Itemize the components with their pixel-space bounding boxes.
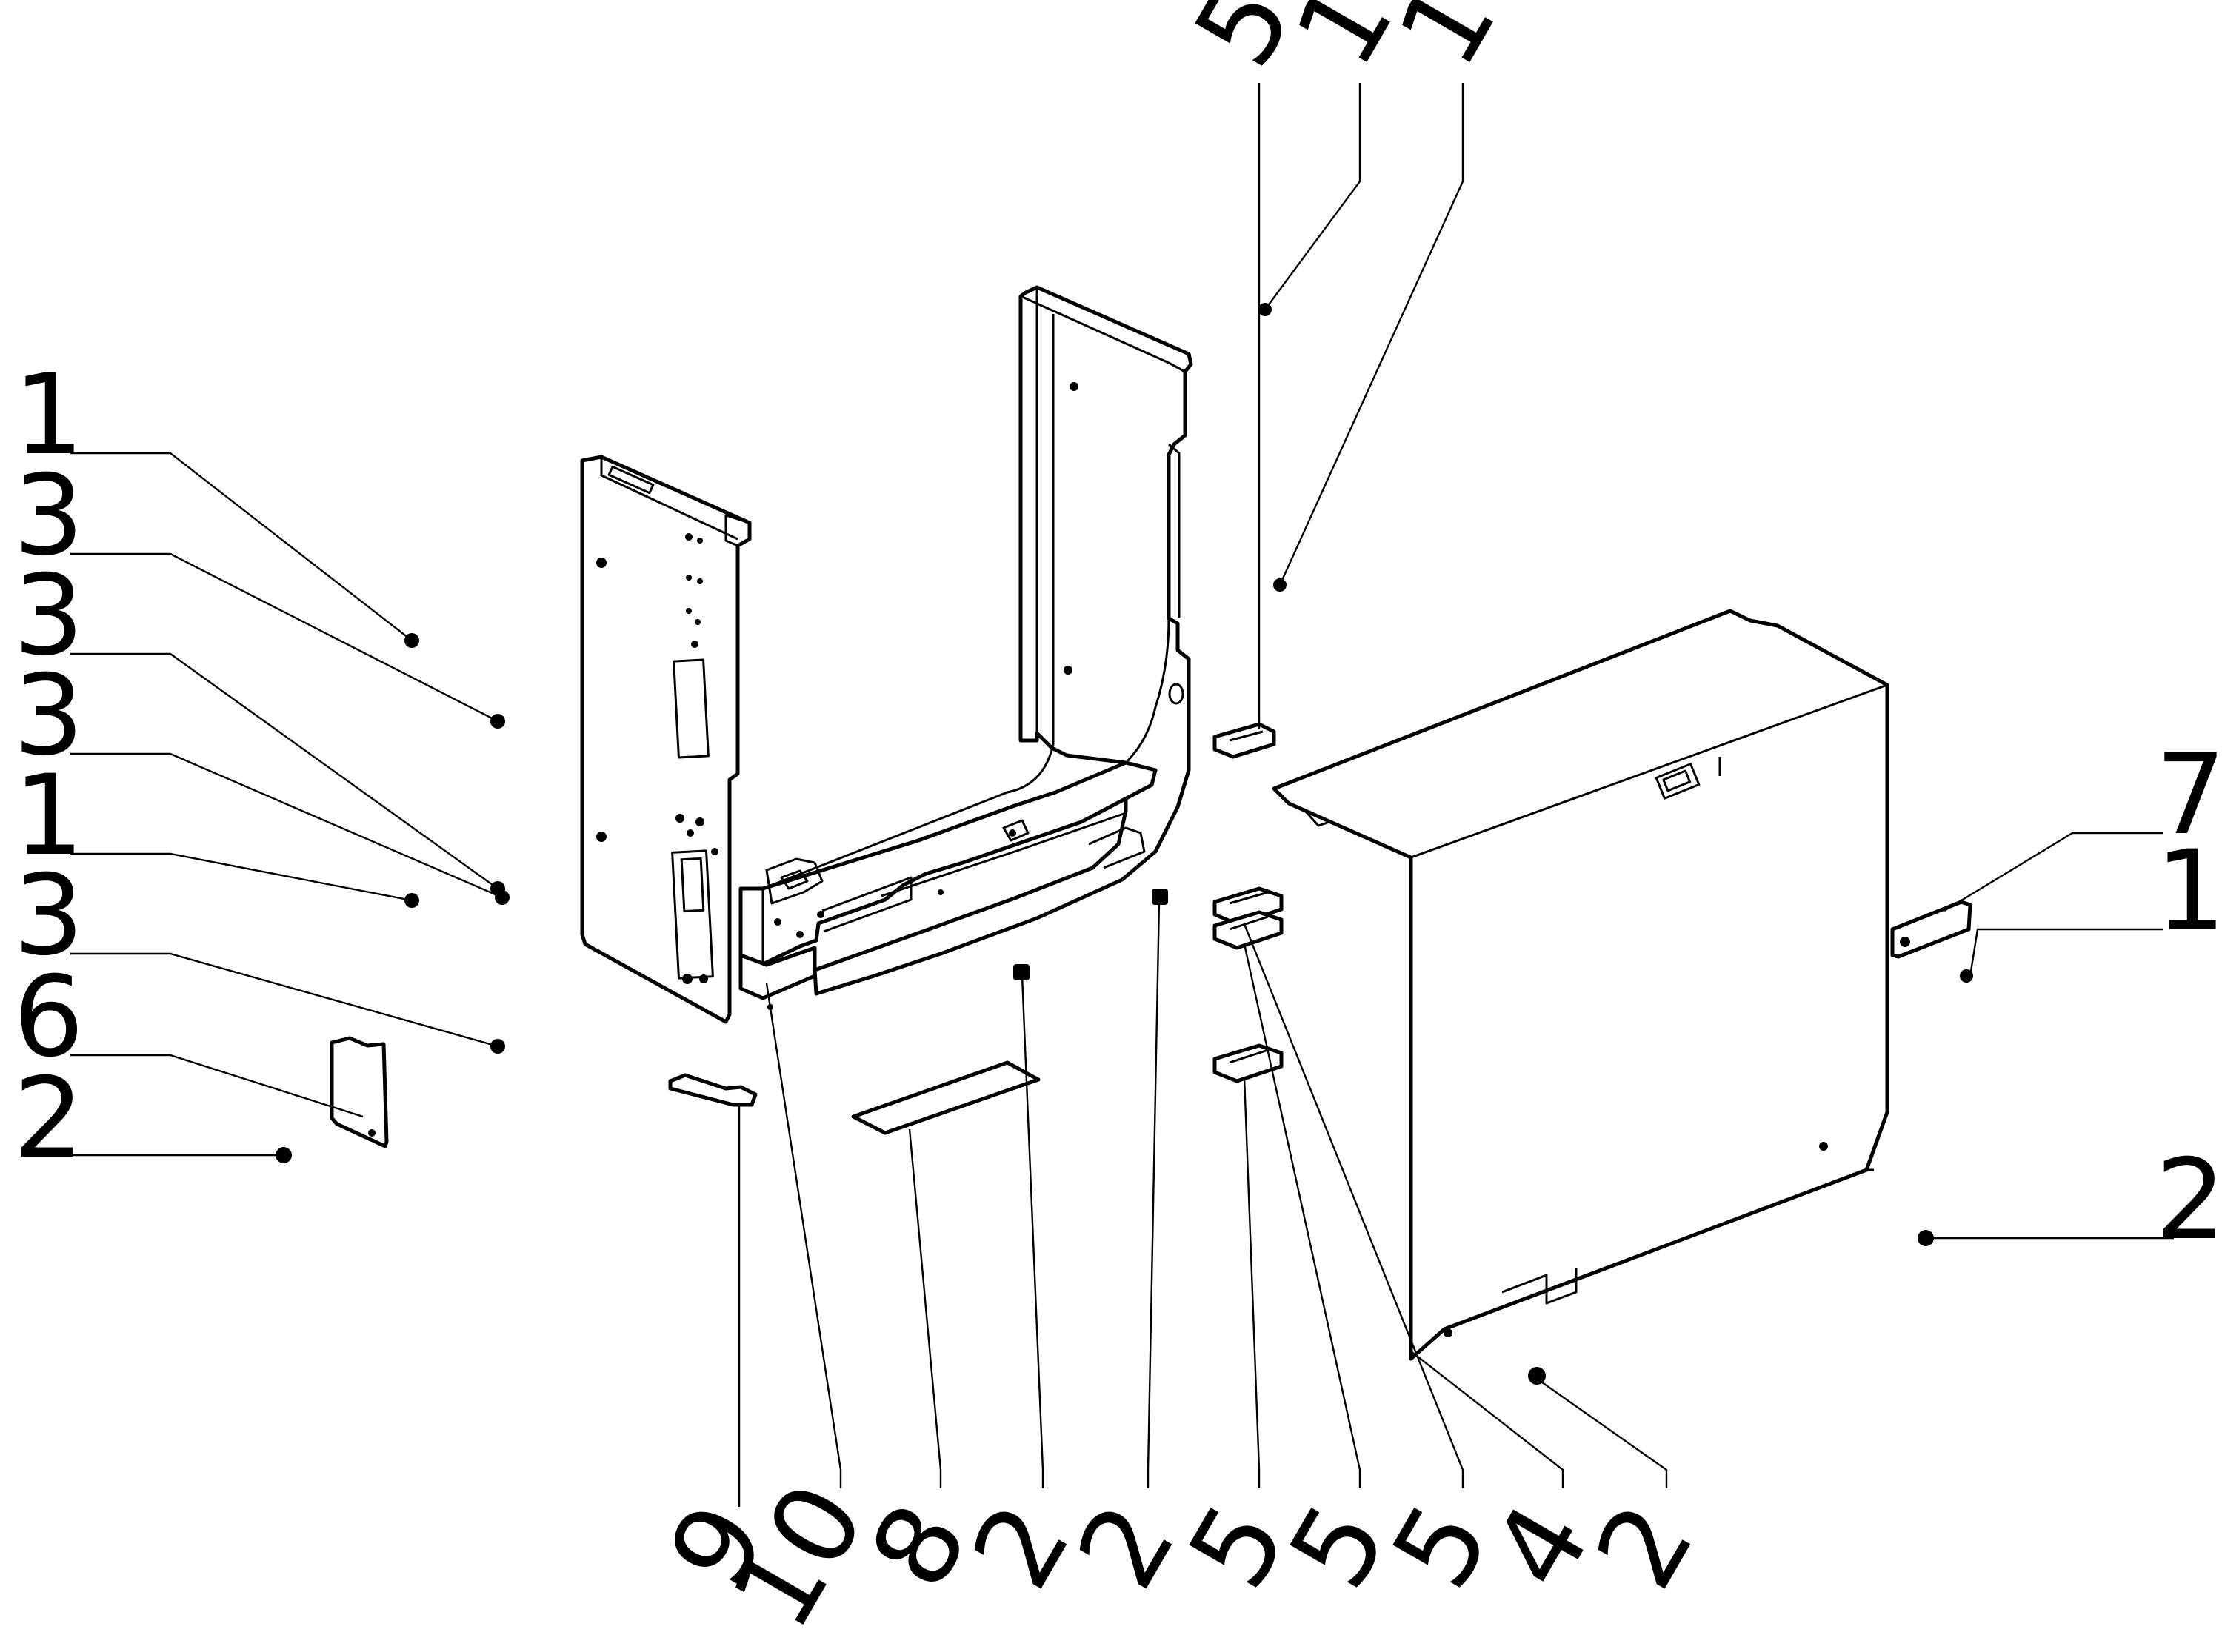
callout-label: 1 [2155, 827, 2222, 956]
callout-label: 3 [13, 852, 84, 980]
cover-box-part [1272, 609, 1889, 1361]
small-plate-part [330, 1036, 389, 1148]
callout-label: 2 [2155, 1136, 2222, 1265]
callout-label: 2 [1572, 1483, 1718, 1609]
u-frame-part [580, 285, 1193, 1024]
callout-labels: 5 1 1 1 3 3 3 1 3 6 2 7 1 2 9 10 8 2 2 5… [13, 0, 2222, 1650]
strip-part [668, 1073, 758, 1107]
callout-label: 2 [13, 1054, 84, 1183]
callout-label: 3 [13, 652, 84, 780]
callout-label: 6 [13, 953, 84, 1082]
callout-label: 7 [2155, 731, 2222, 860]
label-sheet-part [851, 1060, 1041, 1135]
leader-lines [70, 83, 2174, 1507]
clip-part-middle-upper [1212, 886, 1284, 926]
callout-label: 10 [707, 1463, 890, 1650]
callout-label: 3 [13, 452, 84, 581]
clip-part-middle-lower [1212, 910, 1284, 950]
callout-label: 1 [13, 752, 84, 880]
callout-label: 3 [13, 552, 84, 680]
clip-part-top [1212, 722, 1276, 759]
bracket-part [1890, 900, 1972, 959]
callout-label: 1 [13, 351, 84, 480]
clip-part-lower [1212, 1043, 1284, 1083]
